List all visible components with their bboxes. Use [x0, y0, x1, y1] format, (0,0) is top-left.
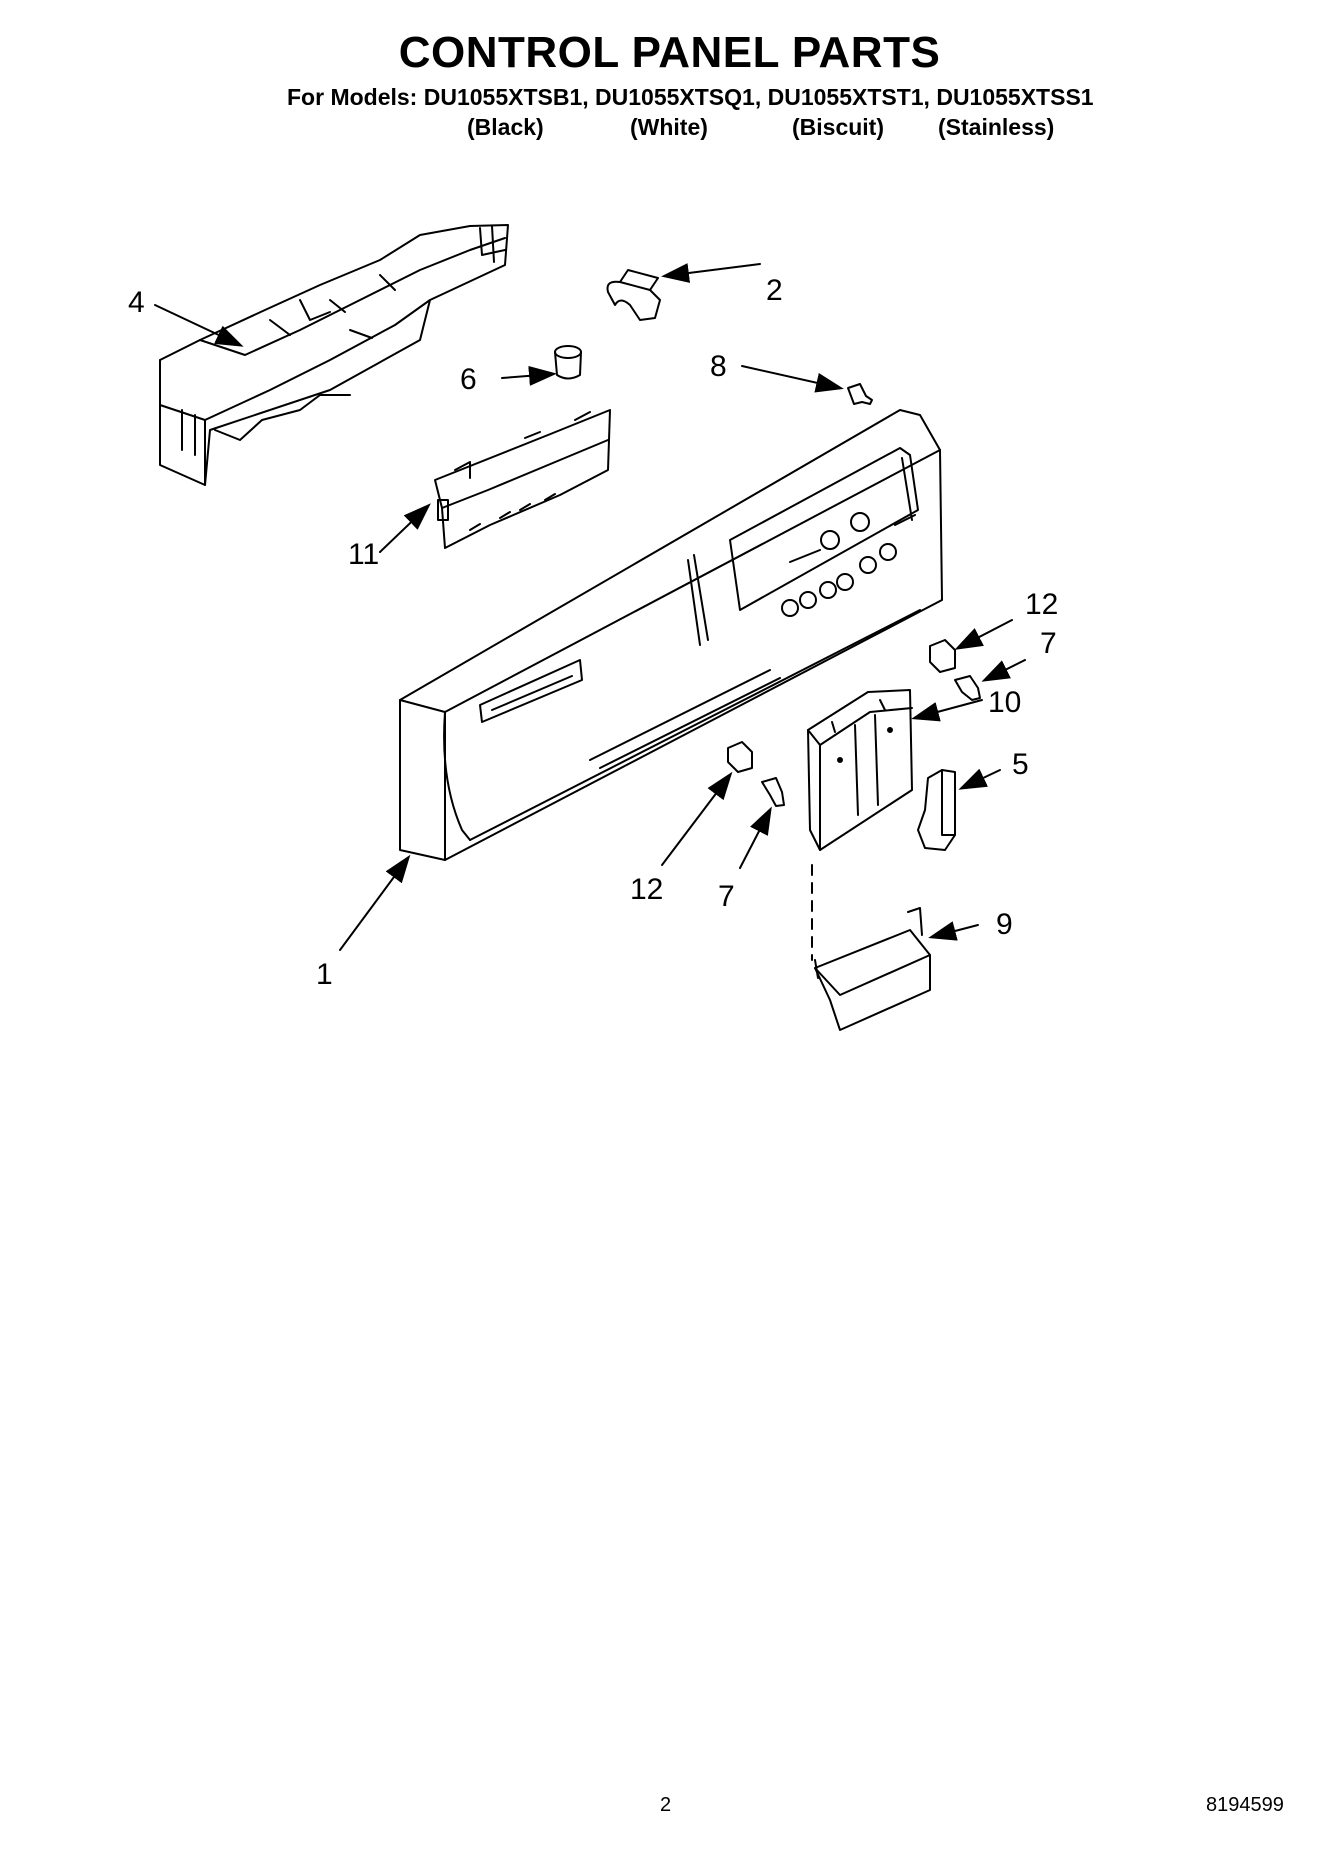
callout-2: 2 — [766, 274, 783, 307]
callout-1: 1 — [316, 958, 333, 991]
part-12-clip-upper — [929, 639, 956, 673]
part-1-control-panel — [399, 409, 943, 861]
color-black: (Black) — [467, 114, 544, 140]
leader-lines — [154, 263, 1026, 951]
page-number: 2 — [660, 1794, 672, 1816]
color-stainless: (Stainless) — [938, 114, 1055, 140]
callout-7-lower: 7 — [718, 880, 735, 913]
models-line: For Models: DU1055XTSB1, DU1055XTSQ1, DU… — [287, 84, 1094, 110]
part-7-screw-lower — [761, 777, 785, 807]
page-title: CONTROL PANEL PARTS — [398, 28, 941, 77]
color-white: (White) — [630, 114, 708, 140]
callout-5: 5 — [1012, 748, 1029, 781]
callout-9: 9 — [996, 908, 1013, 941]
part-6-grommet — [554, 345, 582, 380]
part-10-bracket — [807, 689, 913, 851]
callout-8: 8 — [710, 350, 727, 383]
part-7-screw-upper — [954, 675, 981, 701]
part-9-lower-bracket — [814, 907, 931, 1031]
callout-12-lower: 12 — [630, 873, 664, 906]
part-2-clip — [606, 269, 661, 321]
part-8-screw — [847, 383, 873, 405]
callout-4: 4 — [128, 286, 145, 319]
callout-6: 6 — [460, 363, 477, 396]
callout-10: 10 — [988, 686, 1022, 719]
color-biscuit: (Biscuit) — [792, 114, 884, 140]
callout-12-upper: 12 — [1025, 588, 1059, 621]
part-11-control-board — [434, 409, 611, 549]
part-4-housing — [159, 224, 509, 486]
document-number: 8194599 — [1206, 1794, 1284, 1816]
callout-11: 11 — [348, 538, 380, 571]
part-5-hinge-bracket — [917, 769, 956, 851]
callout-7-upper: 7 — [1040, 627, 1057, 660]
part-12-clip-lower — [727, 741, 753, 773]
